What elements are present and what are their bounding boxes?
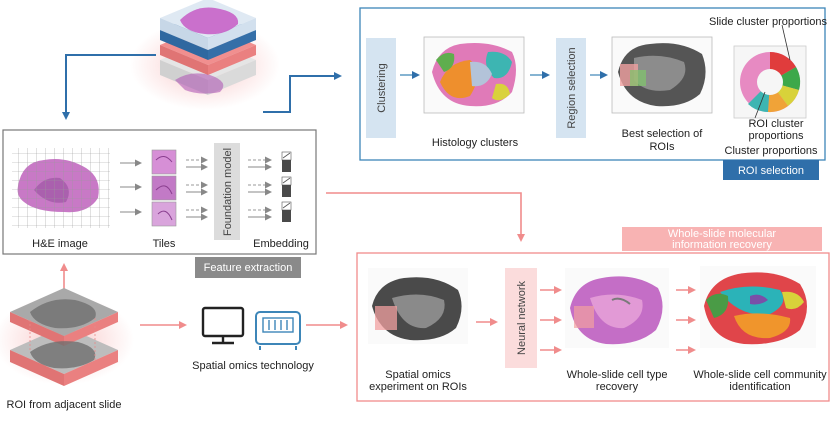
clustering-box	[366, 38, 396, 138]
foundation-model-box	[214, 143, 240, 240]
cell-type-recovery-label-line1: Whole-slide cell type	[567, 369, 668, 381]
tiles	[151, 149, 177, 227]
slide-cluster-proportions-label: Slide cluster proportions	[709, 16, 828, 28]
molecular-recovery-tag-line1: Whole-slide molecular	[668, 228, 777, 240]
best-selection-image	[611, 36, 713, 114]
roi-cluster-label-line2: proportions	[748, 130, 804, 142]
region-selection-label: Region selection	[566, 47, 578, 128]
region-selection-box	[556, 38, 586, 138]
molecular-recovery-panel	[356, 252, 830, 402]
cell-community-label-line1: Whole-slide cell community	[693, 369, 827, 381]
sequencer-icon	[255, 311, 301, 350]
arrow-slide-to-feature	[62, 54, 156, 120]
feature-extraction-tag	[195, 257, 301, 278]
neural-network-box	[505, 268, 537, 368]
cell-type-recovery-label-line2: recovery	[596, 381, 639, 393]
foundation-model-label: Foundation model	[222, 148, 234, 236]
tiles-label: Tiles	[153, 238, 176, 250]
feature-extraction-tag-label: Feature extraction	[204, 262, 293, 274]
arrow-embedding-to-recovery	[326, 192, 525, 242]
adjacent-slide-stack	[0, 288, 134, 386]
spatial-experiment-label-line2: experiment on ROIs	[369, 381, 467, 393]
roi-selection-tag	[723, 160, 819, 180]
cluster-proportions-label: Cluster proportions	[725, 145, 818, 157]
best-selection-label-line2: ROIs	[649, 141, 675, 153]
feature-extraction-panel	[2, 129, 317, 255]
roi-cluster-label-line1: ROI cluster	[748, 118, 803, 130]
he-image-label: H&E image	[32, 238, 88, 250]
clustering-label: Clustering	[376, 63, 388, 113]
roi-adjacent-label: ROI from adjacent slide	[7, 399, 122, 411]
cell-type-recovery-image	[565, 268, 669, 348]
best-selection-label-line1: Best selection of	[622, 128, 704, 140]
molecular-recovery-tag-line2: information recovery	[672, 239, 772, 251]
spatial-experiment-label-line1: Spatial omics	[385, 369, 451, 381]
he-image	[12, 148, 110, 228]
roi-selection-tag-label: ROI selection	[738, 165, 804, 177]
spatial-omics-technology-label: Spatial omics technology	[192, 360, 314, 372]
embedding-label: Embedding	[253, 238, 309, 250]
spatial-omics-experiment-image	[368, 268, 468, 344]
cell-community-image	[700, 266, 816, 348]
arrow-slide-to-roi-selection	[263, 72, 342, 113]
roi-selection-panel	[359, 7, 826, 161]
embedding-vectors	[281, 151, 292, 222]
cluster-proportions-donut	[733, 24, 807, 119]
neural-network-label: Neural network	[516, 281, 528, 355]
histology-clusters-image	[423, 36, 525, 114]
cell-community-label-line2: identification	[729, 381, 790, 393]
histology-clusters-label: Histology clusters	[432, 137, 519, 149]
slide-stack-top	[130, 0, 280, 110]
molecular-recovery-tag	[622, 227, 822, 251]
monitor-icon	[201, 306, 245, 345]
